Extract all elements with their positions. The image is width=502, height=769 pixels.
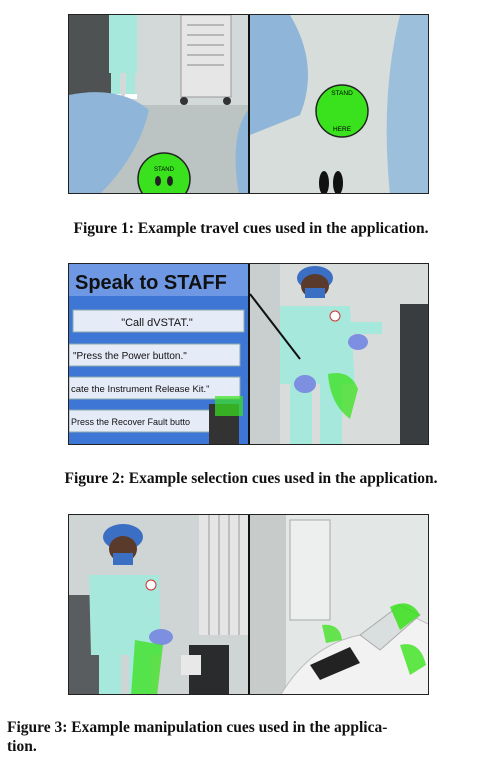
cue-label-1: STAND	[154, 167, 175, 173]
menu-item-2[interactable]: "Press the Power button."	[73, 351, 187, 362]
figure-3-divider	[248, 515, 250, 694]
menu-title: Speak to STAFF	[75, 272, 227, 294]
figure-3-image	[68, 514, 429, 695]
figure-2-caption: Figure 2: Example selection cues used in…	[64, 470, 438, 487]
figure-1-divider	[248, 15, 250, 193]
figure-3-caption-line-2: tion.	[7, 738, 37, 755]
figure-3-caption: Figure 3: Example manipulation cues used…	[7, 718, 493, 756]
figure-2-image: Speak to STAFF "Call dVSTAT." "Press the…	[68, 263, 429, 445]
menu-item-1-box[interactable]	[72, 309, 245, 333]
figure-1-right-panel: STAND HERE	[250, 15, 428, 193]
menu-item-2-box[interactable]	[69, 343, 241, 367]
figure-1-caption: Figure 1: Example travel cues used in th…	[73, 220, 429, 237]
cue-label-3: HERE	[333, 126, 352, 133]
figure-2-right-panel	[250, 264, 428, 444]
menu-item-3-box[interactable]	[69, 376, 241, 400]
menu-item-3[interactable]: cate the Instrument Release Kit."	[71, 384, 210, 395]
menu-item-1[interactable]: "Call dVSTAT."	[121, 317, 193, 329]
figure-2-divider	[248, 264, 250, 444]
figure-2-left-panel: Speak to STAFF "Call dVSTAT." "Press the…	[69, 264, 248, 444]
figure-3-caption-line-1: Figure 3: Example manipulation cues used…	[7, 719, 388, 736]
cue-label-2: STAND	[331, 90, 353, 97]
figure-3-right-panel	[250, 515, 428, 694]
menu-item-4[interactable]: Press the Recover Fault butto	[71, 417, 190, 427]
figure-1-left-panel: STAND	[69, 15, 248, 193]
figure-3-left-panel	[69, 515, 248, 694]
figure-1-image: STAND STAND HERE	[68, 14, 429, 194]
